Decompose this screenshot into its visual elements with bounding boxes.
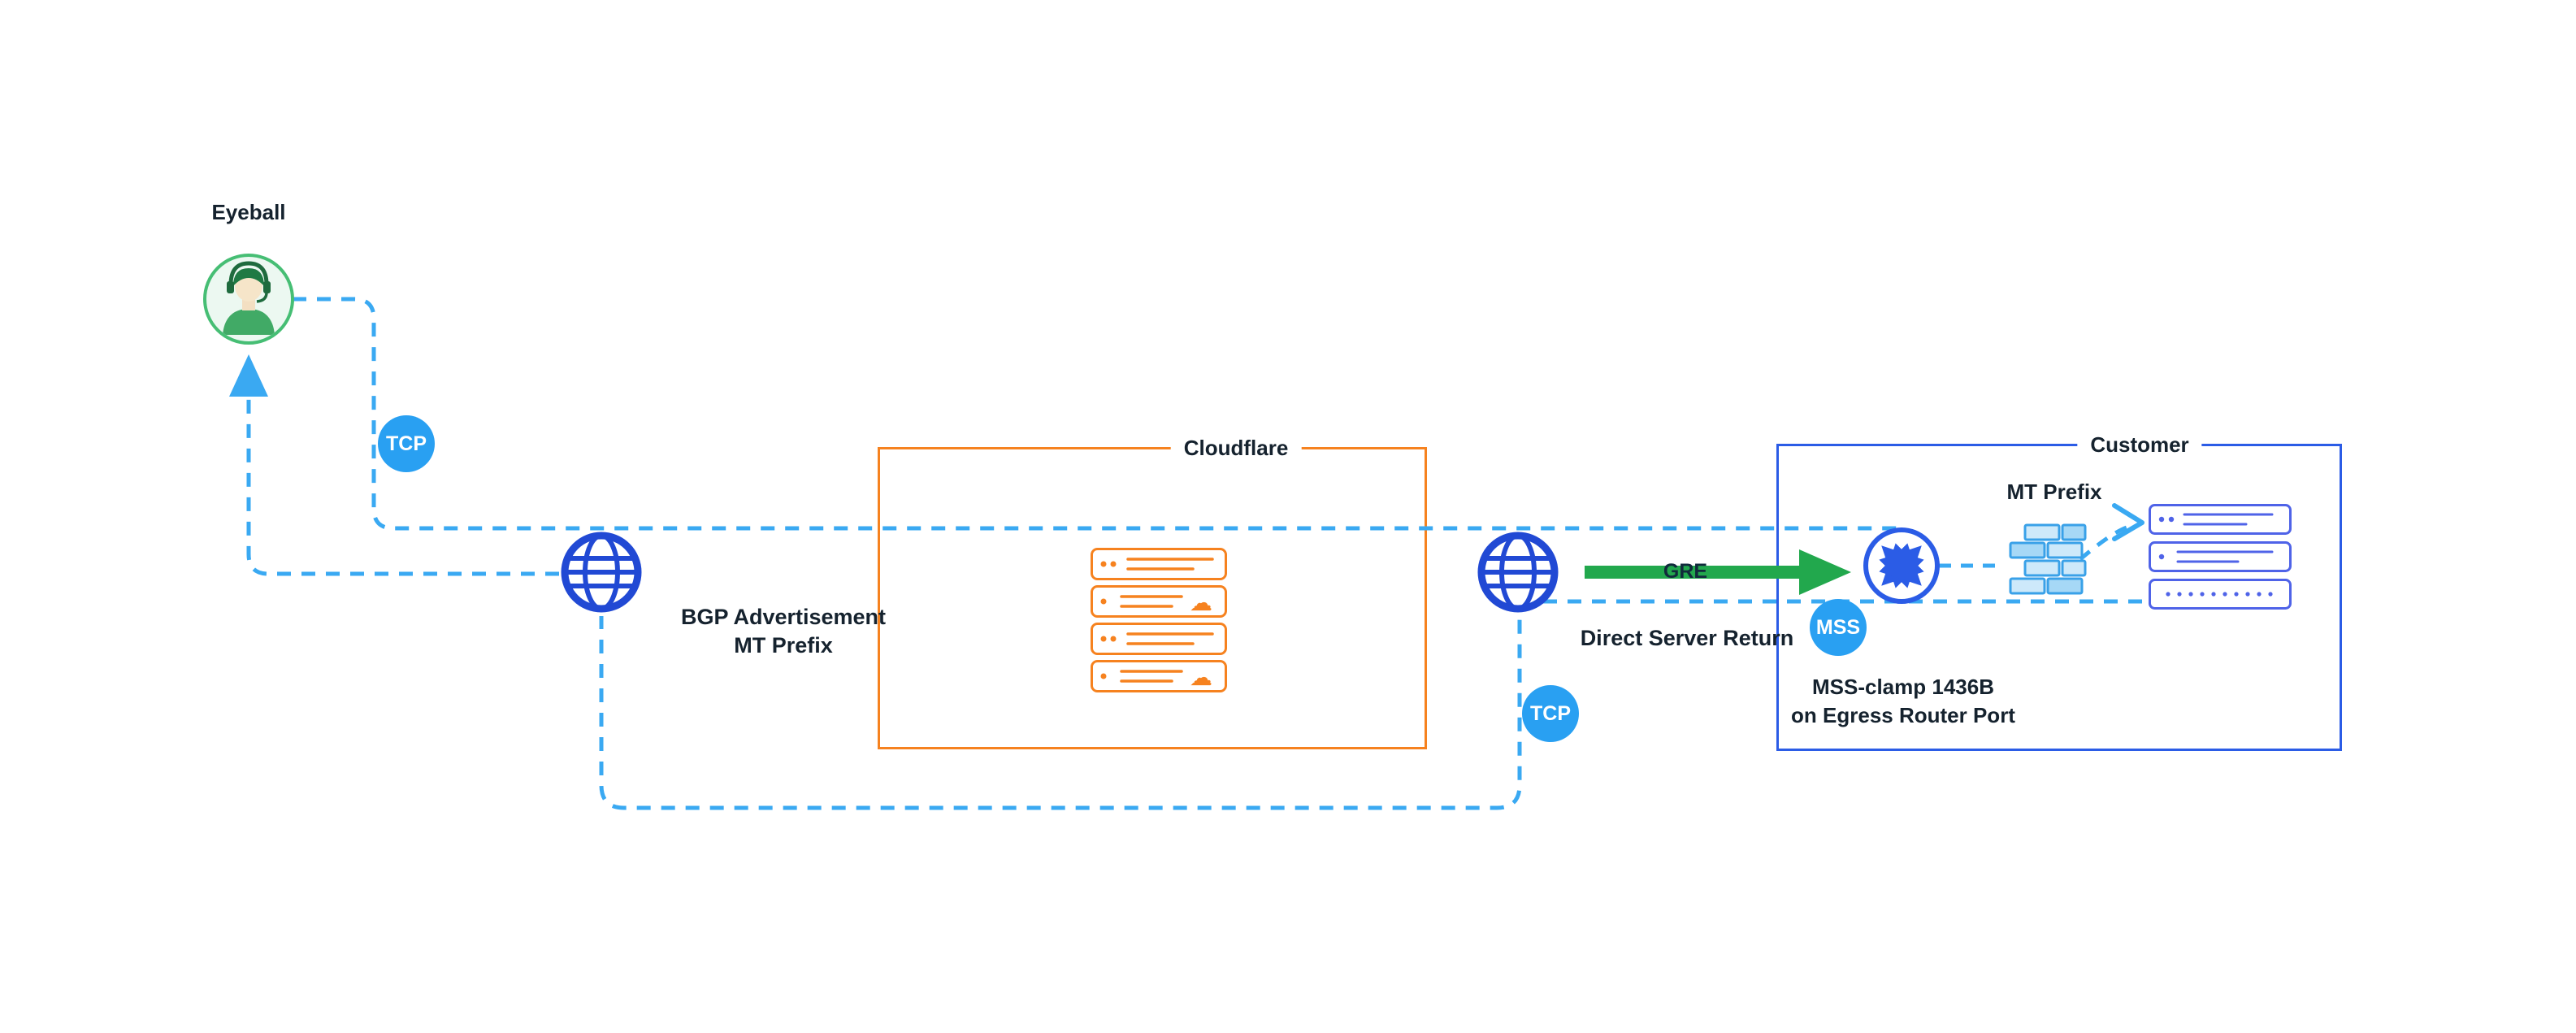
mss-badge: MSS	[1810, 599, 1867, 656]
mss-clamp-label: MSS-clamp 1436B on Egress Router Port	[1741, 673, 2066, 730]
cloudflare-server-stack-icon: ☁ ☁	[1091, 548, 1227, 692]
headset-user-icon	[200, 250, 297, 348]
gre-label: GRE	[1663, 560, 1708, 583]
globe-icon-left	[557, 527, 646, 617]
gre-arrow-icon	[1585, 549, 1851, 595]
bgp-advertisement-label: BGP Advertisement MT Prefix	[621, 603, 946, 660]
tcp-badge-right: TCP	[1522, 685, 1579, 742]
mss-clamp-line1: MSS-clamp 1436B	[1812, 675, 1994, 699]
bgp-advertisement-line2: MT Prefix	[734, 633, 833, 658]
eyeball-label: Eyeball	[211, 200, 286, 224]
customer-box-label: Customer	[2077, 432, 2202, 458]
mt-prefix-label: MT Prefix	[2006, 480, 2102, 504]
router-exchange-icon	[1861, 525, 1942, 606]
tcp-badge-left: TCP	[378, 415, 435, 472]
bgp-advertisement-line1: BGP Advertisement	[680, 605, 887, 629]
globe-icon-right	[1473, 527, 1563, 617]
svg-text:☁: ☁	[1190, 664, 1212, 691]
cloudflare-box: Cloudflare	[878, 436, 1427, 749]
customer-box: Customer	[1776, 432, 2342, 751]
svg-text:☁: ☁	[1190, 589, 1212, 616]
direct-server-return-label: Direct Server Return	[1580, 626, 1794, 650]
arrow-up-icon	[229, 354, 268, 397]
forward-path	[293, 297, 1900, 531]
customer-server-stack-icon	[2149, 504, 2292, 613]
cloudflare-box-label: Cloudflare	[1170, 436, 1302, 461]
return-path-to-eyeball	[246, 398, 559, 576]
firewall-icon	[2006, 522, 2097, 601]
mss-clamp-line2: on Egress Router Port	[1791, 703, 2015, 727]
firewall-to-server-path	[2079, 524, 2130, 561]
chevron-right-icon	[2112, 503, 2144, 541]
